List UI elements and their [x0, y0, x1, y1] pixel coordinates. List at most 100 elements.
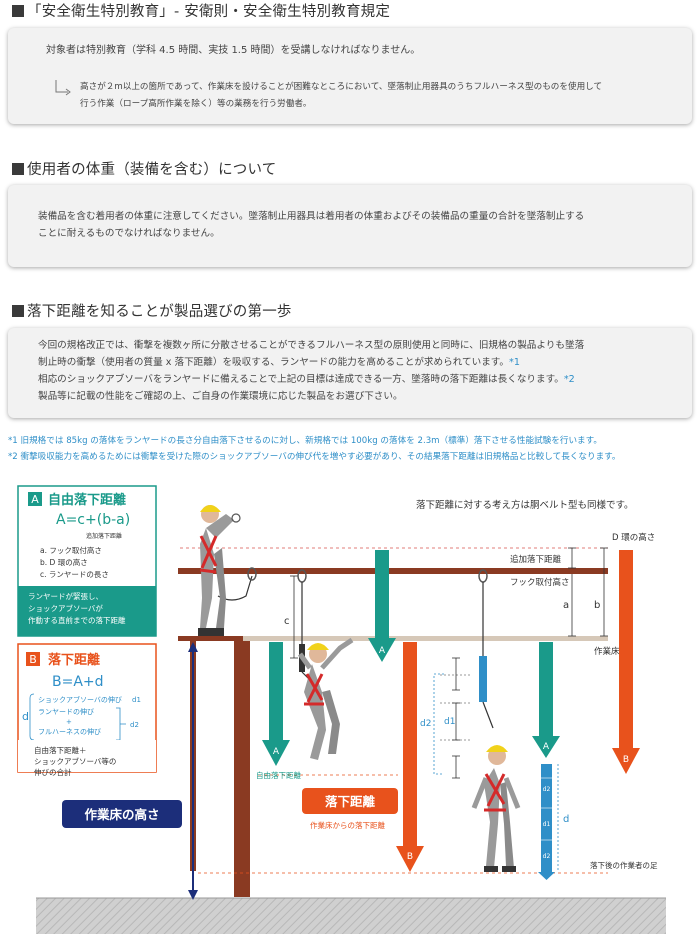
label-a: a — [563, 600, 569, 611]
label-d1: d1 — [444, 717, 455, 727]
section1-card: 対象者は特別教育（学科 4.5 時間、実技 1.5 時間）を受講しなければなりま… — [8, 28, 692, 124]
legend-a-title: 自由落下距離 — [48, 492, 126, 508]
svg-text:B: B — [29, 653, 37, 666]
d2-bracket — [433, 673, 444, 775]
section3-title: 落下距離を知ることが製品選びの第一歩 — [12, 300, 292, 321]
arrow-a-1: A — [368, 550, 396, 662]
svg-text:A: A — [31, 493, 39, 506]
svg-text:ランヤードが緊張し、: ランヤードが緊張し、 — [28, 591, 103, 601]
footnote-2: *2 衝撃吸収能力を高めるためには衝撃を受けた際のショックアブソーバの伸び代を増… — [8, 452, 621, 462]
legend-b-title: 落下距離 — [48, 652, 100, 668]
legend-b-d1-item-1: ショックアブソーバの伸び — [38, 695, 122, 704]
legend-b-badge — [26, 652, 40, 666]
legend-b-formula: B=A+d — [52, 674, 104, 690]
d-ring-height-label: D 環の高さ — [612, 532, 655, 543]
legend-a: A 自由落下距離 A=c+(b-a) 追加落下距離 a. フック取付高さ b. … — [17, 485, 157, 637]
dim-d1-upper — [452, 657, 460, 691]
label-b: b — [594, 600, 600, 611]
square-bullet-icon — [12, 305, 24, 317]
svg-text:A: A — [543, 742, 550, 752]
svg-text:d2: d2 — [543, 786, 551, 793]
svg-text:作業床の高さ: 作業床の高さ — [84, 807, 159, 822]
section1-detail-line1: 高さが２m以上の箇所であって、作業床を設けることが困難なところにおいて、墜落制止… — [80, 82, 603, 92]
floor-height-arrow — [188, 642, 198, 900]
svg-text:落下距離: 落下距離 — [325, 794, 376, 809]
svg-text:A: A — [273, 747, 280, 757]
worker-hanging — [471, 745, 521, 872]
reference-mark-2: *2 — [563, 374, 575, 385]
legend-b-d1-item-3: フルハーネスの伸び — [38, 727, 101, 736]
floor-label: 作業床 — [594, 646, 620, 657]
section2-title: 使用者の体重（装備を含む）について — [12, 158, 276, 179]
arrow-a-3: A — [532, 642, 560, 758]
legend-b: B 落下距離 B=A+d d ショックアブソーバの伸び d1 ランヤードの伸び … — [17, 643, 157, 777]
legend-b-plus: + — [66, 718, 72, 726]
legend-a-item-b: b. D 環の高さ — [40, 557, 88, 567]
diagram-note: 落下距離に対する考え方は胴ベルト型も同様です。 — [416, 499, 634, 511]
svg-text:d2: d2 — [543, 853, 551, 860]
dim-b — [600, 547, 608, 637]
label-d: d — [563, 814, 569, 825]
svg-text:ショックアブソーバが: ショックアブソーバが — [28, 603, 103, 613]
dim-d1 — [452, 702, 460, 741]
label-d2: d2 — [420, 719, 431, 729]
fall-distance-diagram: 落下距離に対する考え方は胴ベルト型も同様です。 D 環の高さ 追加落下距離 フッ… — [17, 485, 666, 934]
svg-text:B: B — [407, 852, 413, 862]
worker-standing — [198, 505, 241, 636]
anchor-beam — [178, 568, 608, 574]
dim-extra-fall — [568, 547, 576, 569]
legend-a-badge — [28, 492, 42, 506]
square-bullet-icon — [12, 5, 24, 17]
legend-b-d1-item-2: ランヤードの伸び — [38, 707, 94, 716]
legend-b-d2: d2 — [130, 721, 139, 729]
section2-line1: 装備品を含む着用者の体重に注意してください。墜落制止用器具は着用者の体重およびそ… — [38, 211, 585, 222]
ground — [36, 898, 666, 934]
svg-text:作動する直前までの落下距離: 作動する直前までの落下距離 — [28, 615, 126, 625]
dim-c — [290, 575, 298, 659]
svg-text:d1: d1 — [543, 821, 551, 828]
fall-from-floor-label: 作業床からの落下距離 — [310, 820, 385, 830]
legend-b-footer-box — [18, 740, 156, 772]
svg-text:ショックアブソーバ等の: ショックアブソーバ等の — [34, 756, 116, 766]
hook-height-label: フック取付高さ — [510, 577, 570, 588]
svg-text:B: B — [623, 755, 629, 765]
dim-a — [568, 574, 576, 637]
legend-a-formula-sub: 追加落下距離 — [86, 532, 122, 540]
dim-d1-lower — [452, 755, 460, 779]
arrow-b-2: B — [612, 550, 640, 774]
section3-line4: 製品等に記載の性能をご確認の上、ご自身の作業環境に応じた製品をお選び下さい。 — [38, 391, 403, 402]
fall-distance-badge — [302, 788, 398, 814]
section1-title: 「安全衛生特別教育」- 安衛則・安全衛生特別教育規定 — [12, 0, 390, 21]
legend-a-formula: A=c+(b-a) — [56, 512, 130, 528]
free-fall-label: 自由落下距離 — [256, 770, 301, 780]
footnote-1: *1 旧規格では 85kg の落体をランヤードの長さ分自由落下させるのに対し、新… — [8, 436, 602, 446]
arrow-a-2: A — [262, 642, 290, 766]
section3-line1: 今回の規格改正では、衝撃を複数ヶ所に分散させることができるフルハーネス型の原則使… — [38, 340, 585, 351]
platform-post — [234, 641, 250, 897]
worker-falling — [297, 637, 354, 760]
extra-fall-label: 追加落下距離 — [510, 554, 562, 565]
legend-b-d: d — [22, 710, 29, 723]
corner-arrow-icon — [55, 80, 71, 96]
svg-text:A: A — [379, 646, 386, 656]
label-c: c — [284, 616, 290, 627]
lanyard-3 — [478, 569, 494, 729]
square-bullet-icon — [12, 163, 24, 175]
legend-a-footer-box — [18, 586, 156, 636]
floor-height-badge — [62, 800, 182, 828]
section1-lead: 対象者は特別教育（学科 4.5 時間、実技 1.5 時間）を受講しなければなりま… — [46, 45, 421, 56]
section3-card: 今回の規格改正では、衝撃を複数ヶ所に分散させることができるフルハーネス型の原則使… — [8, 328, 692, 418]
section1-detail-line2: 行う作業（ロープ高所作業を除く）等の業務を行う労働者。 — [80, 99, 312, 109]
work-floor-edge — [178, 636, 243, 641]
reference-mark-1: *1 — [509, 357, 520, 368]
section3-line2: 制止時の衝撃（使用者の質量 x 落下距離）を吸収する、ランヤードの能力を高めるこ… — [38, 357, 520, 368]
arrow-b-1: B — [396, 642, 424, 872]
svg-text:伸びの合計: 伸びの合計 — [34, 767, 72, 777]
section2-line2: ことに耐えるものでなければなりません。 — [38, 228, 220, 239]
d-column: d2 d1 d2 — [538, 764, 555, 880]
legend-a-item-c: c. ランヤードの長さ — [40, 570, 109, 579]
legend-b-d-bracket — [29, 693, 35, 741]
legend-b-d1: d1 — [132, 696, 141, 704]
legend-a-item-a: a. フック取付高さ — [40, 545, 102, 555]
section3-line3: 相応のショックアブソーバをランヤードに備えることで上記の目標は達成できる一方、墜… — [38, 374, 575, 385]
